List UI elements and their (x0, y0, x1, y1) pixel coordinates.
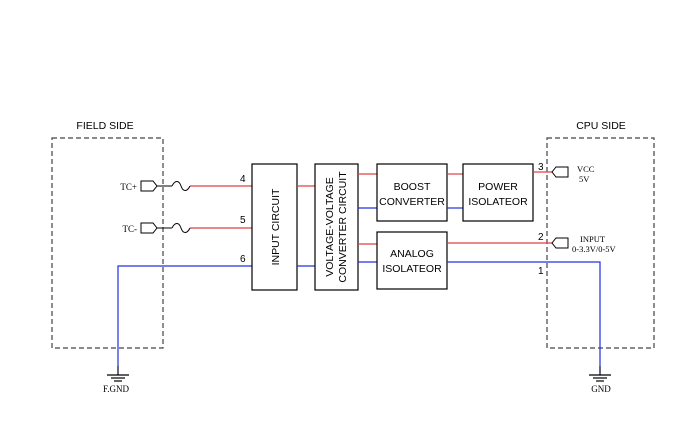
pin-6-label: 6 (240, 254, 246, 265)
power-isolator-label-line2: ISOLATEOR (468, 196, 528, 208)
analog-isolator-block: ANALOG ISOLATEOR (376, 231, 448, 290)
input-connector: INPUT 0-3.3V/0-5V (551, 234, 617, 254)
connector-arrow-icon (551, 237, 569, 249)
analog-isolator-label-line2: ISOLATEOR (382, 263, 442, 275)
connector-arrow-icon (140, 180, 158, 192)
ground-symbol-icon (589, 366, 611, 382)
voltage-converter-label-line2: CONVERTER CIRCUIT (337, 171, 349, 283)
tc-minus-connector: TC- (123, 222, 158, 234)
power-isolator-block: POWER ISOLATEOR (462, 163, 534, 222)
cpu-ground-label: GND (591, 384, 611, 394)
pin-5-label: 5 (240, 215, 246, 226)
vcc-connector: VCC 5V (551, 164, 595, 184)
field-wires (117, 185, 252, 375)
tc-minus-label: TC- (123, 224, 138, 234)
field-side-label: FIELD SIDE (76, 120, 133, 132)
input-circuit-block: INPUT CIRCUIT (251, 163, 298, 291)
input-label-line2: 0-3.3V/0-5V (572, 244, 617, 254)
input-label-line1: INPUT (580, 234, 606, 244)
pin-3-label: 3 (538, 162, 544, 173)
boost-converter-label-line1: BOOST (394, 181, 431, 193)
cpu-side-label: CPU SIDE (576, 120, 626, 132)
pin-2-label: 2 (538, 232, 544, 243)
field-ground-label: F.GND (103, 384, 130, 394)
vcc-label-line1: VCC (577, 164, 595, 174)
tc-plus-label: TC+ (120, 182, 137, 192)
ground-symbol-icon (107, 366, 129, 382)
analog-isolator-label-line1: ANALOG (390, 248, 434, 260)
fuse-icon (171, 223, 191, 233)
boost-converter-label-line2: CONVERTER (379, 196, 445, 208)
tc-plus-connector: TC+ (120, 180, 158, 192)
boost-converter-block: BOOST CONVERTER (376, 163, 448, 222)
vcc-label-line2: 5V (579, 174, 590, 184)
pin-1-label: 1 (538, 266, 544, 277)
field-ground: F.GND (103, 366, 130, 394)
cpu-ground: GND (589, 366, 611, 394)
pin-4-label: 4 (240, 174, 246, 185)
input-circuit-label: INPUT CIRCUIT (270, 188, 282, 265)
connector-arrow-icon (551, 166, 569, 178)
cpu-wires (447, 171, 601, 375)
power-isolator-label-line1: POWER (478, 181, 518, 193)
connector-arrow-icon (140, 222, 158, 234)
voltage-converter-label-line1: VOLTAGE-VOLTAGE (324, 177, 336, 277)
fuse-icon (171, 181, 191, 191)
voltage-converter-block: VOLTAGE-VOLTAGE CONVERTER CIRCUIT (314, 163, 359, 291)
field-side-region: FIELD SIDE (51, 120, 164, 349)
